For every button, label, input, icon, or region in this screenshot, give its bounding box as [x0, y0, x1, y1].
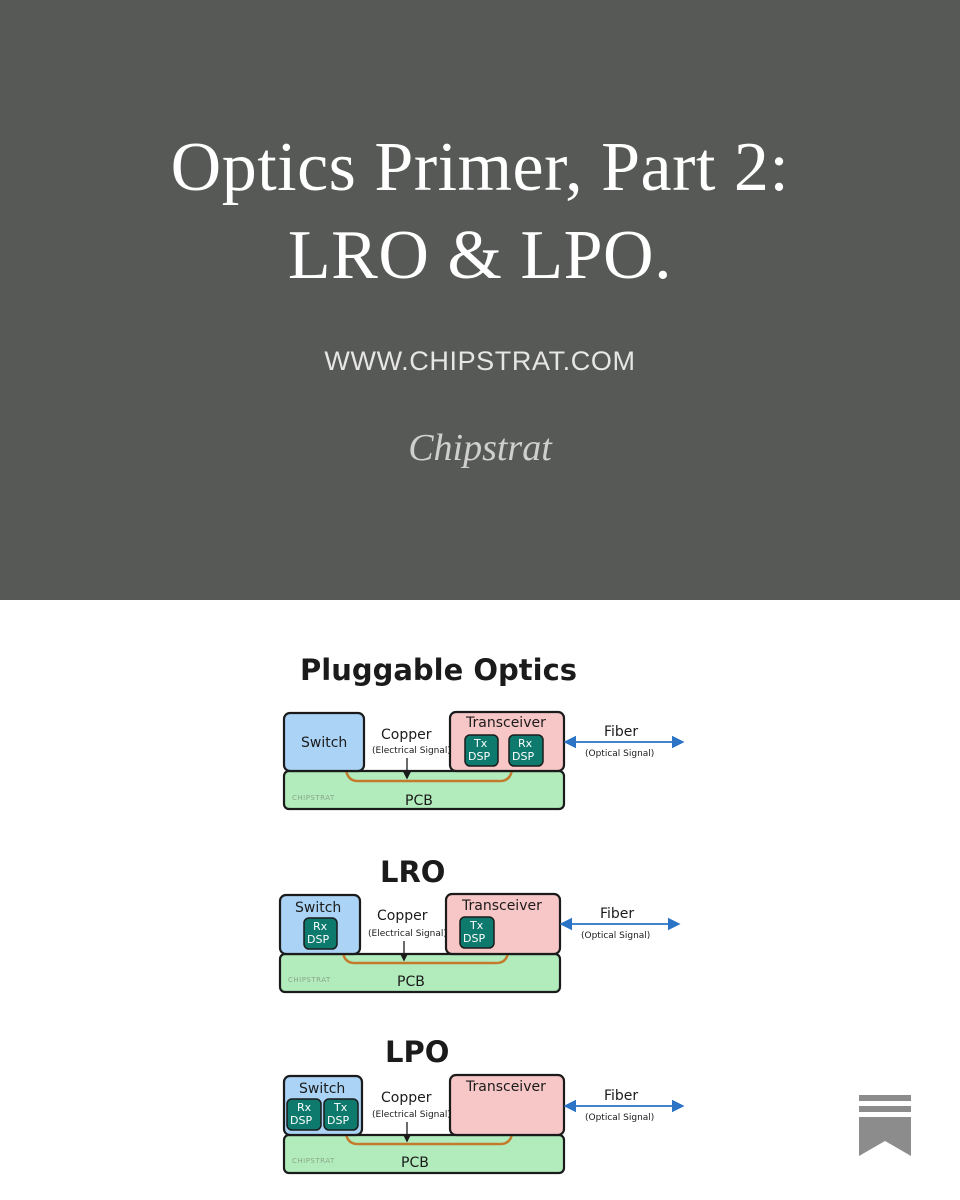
switch-label: Switch [301, 735, 347, 751]
pcb-label: PCB [401, 1155, 429, 1171]
pcb-label: PCB [397, 974, 425, 990]
transceiver-label: Transceiver [461, 898, 542, 914]
dsp-label: DSP [468, 750, 490, 763]
fiber-label: Fiber [604, 724, 638, 740]
pcb-label: PCB [405, 793, 433, 809]
bookmark-icon [859, 1095, 911, 1156]
tx-label: Tx [469, 919, 484, 932]
title-line-2: LRO & LPO. [287, 217, 673, 294]
dsp-label: DSP [463, 932, 485, 945]
fiber-label: Fiber [604, 1088, 638, 1104]
tx-label: Tx [473, 737, 488, 750]
title-line-1: Optics Primer, Part 2: [170, 129, 790, 206]
fiber-label: Fiber [600, 906, 634, 922]
section-lro: LRO PCB CHIPSTRAT Switch Rx DSP Copper (… [278, 855, 681, 994]
section-title-pluggable: Pluggable Optics [300, 653, 577, 687]
switch-label: Switch [299, 1081, 345, 1097]
copper-trace [344, 769, 514, 783]
chipstrat-watermark: CHIPSTRAT [292, 1157, 335, 1165]
tx-dsp-chip [464, 734, 499, 767]
section-title-lro: LRO [380, 855, 445, 889]
section-title-lpo: LPO [385, 1035, 449, 1069]
dsp-label: DSP [307, 933, 329, 946]
tx-dsp-chip [459, 916, 495, 949]
dsp-label: DSP [327, 1114, 349, 1127]
hero-banner: Optics Primer, Part 2: LRO & LPO. WWW.CH… [0, 0, 960, 600]
section-pluggable: Pluggable Optics PCB CHIPSTRAT Switch Co… [282, 653, 685, 811]
optical-signal-label: (Optical Signal) [581, 931, 650, 941]
rx-label: Rx [518, 737, 533, 750]
switch-box [282, 711, 366, 773]
site-url: WWW.CHIPSTRAT.COM [324, 346, 636, 376]
rx-dsp-chip [508, 734, 544, 767]
optics-diagram: Pluggable Optics PCB CHIPSTRAT Switch Co… [278, 653, 685, 1175]
optical-signal-label: (Optical Signal) [585, 749, 654, 759]
author-name: Chipstrat [408, 427, 552, 469]
copper-trace [341, 952, 510, 965]
chipstrat-watermark: CHIPSTRAT [288, 976, 331, 984]
electrical-signal-label: (Electrical Signal) [368, 929, 447, 939]
copper-label: Copper [377, 908, 428, 924]
tx-label: Tx [333, 1101, 348, 1114]
rx-label: Rx [297, 1101, 312, 1114]
optical-signal-label: (Optical Signal) [585, 1113, 654, 1123]
copper-label: Copper [381, 1090, 432, 1106]
chipstrat-watermark: CHIPSTRAT [292, 794, 335, 802]
page-title: Optics Primer, Part 2: LRO & LPO. [40, 124, 920, 300]
rx-dsp-chip [286, 1098, 322, 1131]
rx-label: Rx [313, 920, 328, 933]
transceiver-label: Transceiver [465, 1079, 546, 1095]
transceiver-label: Transceiver [465, 715, 546, 731]
electrical-signal-label: (Electrical Signal) [372, 1110, 451, 1120]
dsp-label: DSP [512, 750, 534, 763]
switch-label: Switch [295, 900, 341, 916]
electrical-signal-label: (Electrical Signal) [372, 746, 451, 756]
section-lpo: LPO PCB CHIPSTRAT Switch Rx DSP Tx DSP C… [282, 1035, 685, 1175]
copper-trace [344, 1133, 514, 1146]
dsp-label: DSP [290, 1114, 312, 1127]
rx-dsp-chip [303, 917, 338, 950]
tx-dsp-chip [323, 1098, 359, 1131]
copper-label: Copper [381, 727, 432, 743]
